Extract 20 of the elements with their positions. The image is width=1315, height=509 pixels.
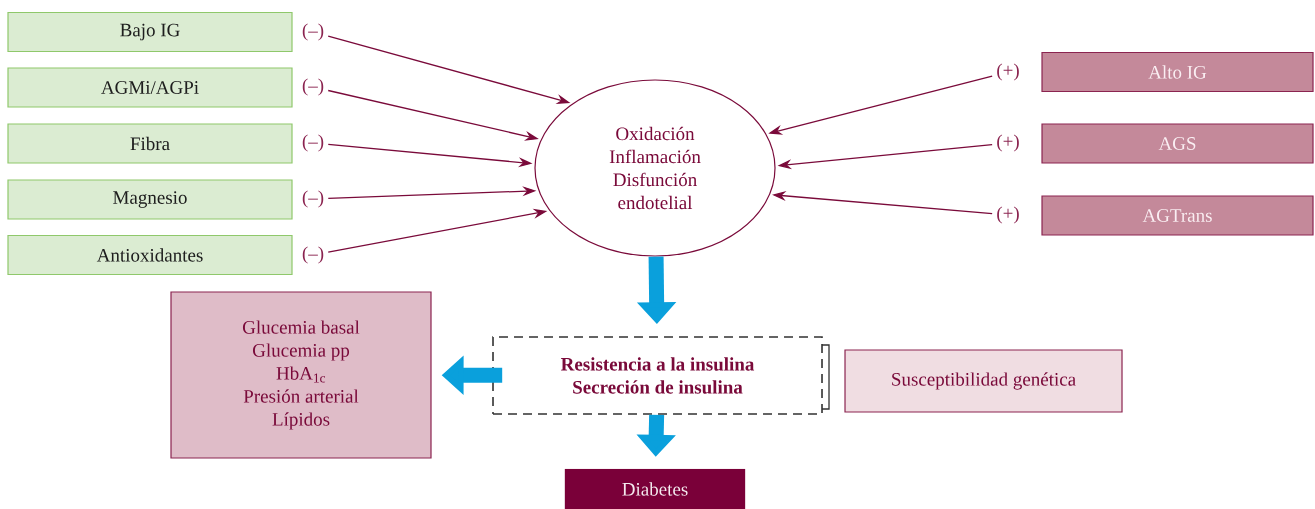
sign-label: (–)	[302, 23, 324, 41]
factor-box: AGMi/AGPi	[7, 67, 293, 108]
factor-box: Susceptibilidad genética	[844, 349, 1123, 413]
sign-label: (–)	[302, 246, 324, 264]
factor-box: Antioxidantes	[7, 234, 293, 276]
factor-box: Magnesio	[7, 179, 293, 220]
sign-label: (+)	[997, 63, 1019, 81]
outcome-box: Glucemia basal Glucemia pp HbA$_{1c}$ Presión arterial Lípidos	[170, 291, 432, 459]
factor-box: Bajo IG	[7, 11, 293, 53]
dashed-box: Resistencia a la insulina Secreción de insulina	[492, 336, 823, 415]
diabetes-box: Diabetes	[564, 468, 746, 509]
sign-label: (–)	[302, 78, 324, 96]
factor-box: AGS	[1041, 123, 1314, 164]
factor-box: AGTrans	[1041, 195, 1314, 236]
sign-label: (–)	[302, 190, 324, 208]
sign-label: (–)	[302, 134, 324, 152]
sign-label: (+)	[997, 206, 1019, 224]
sign-label: (+)	[997, 134, 1019, 152]
factor-box: Fibra	[7, 123, 293, 164]
factor-box: Alto IG	[1041, 51, 1314, 93]
